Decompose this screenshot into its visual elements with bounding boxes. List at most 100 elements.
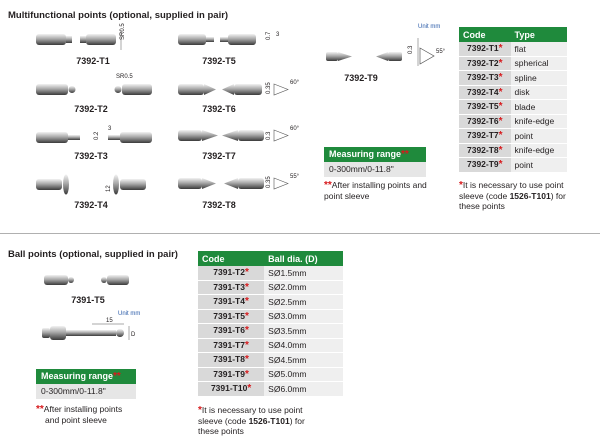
code-cell: 7392-T9* [459, 157, 511, 173]
table-row: 7391-T3*SØ2.0mm [198, 280, 343, 295]
table-row: 7391-T2*SØ1.5mm [198, 266, 343, 281]
note-ball: *It is necessary to use point sleeve (co… [198, 405, 305, 436]
dim-t7b: 60° [290, 126, 300, 132]
code-cell: 7391-T9* [198, 367, 265, 382]
code-cell: 7392-T1* [459, 42, 511, 57]
table-row: 7392-T7*point [459, 128, 567, 144]
dim-t2a: SR0.5 [116, 74, 133, 80]
dim-t8b: 55° [290, 174, 300, 180]
value-cell: spherical [510, 56, 567, 71]
point-illustration-t1: SR0.5 [36, 23, 126, 50]
value-cell: knife-edge [510, 143, 567, 158]
dim-t8a: 0.35 [266, 176, 272, 188]
table-row: 7392-T2*spherical [459, 56, 567, 71]
table-row: 7391-T6*SØ3.5mm [198, 323, 343, 339]
table-row: 7391-T9*SØ5.0mm [198, 367, 343, 382]
point-illustration-t7: 0.3 60° [178, 126, 300, 142]
dim-t3a: 0.2 [94, 131, 100, 140]
value-cell: SØ4.5mm [264, 352, 343, 368]
table-row: 7391-T5*SØ3.0mm [198, 309, 343, 324]
ball-point-illustration [44, 275, 129, 285]
point-illustration-t2: SR0.5 [36, 74, 152, 95]
table-row: 7392-T6*knife-edge [459, 114, 567, 129]
value-cell: flat [510, 42, 567, 57]
dim-t6b: 60° [290, 80, 300, 86]
dim-ball-length: 15 [106, 318, 113, 324]
code-cell: 7391-T4* [198, 294, 265, 310]
table-row: 7392-T9*point [459, 157, 567, 173]
ball-dimension-drawing: 15 D [42, 318, 136, 340]
footnote-multi: **After installing points and point slee… [324, 180, 427, 201]
dim-t9a: 0.3 [408, 45, 414, 54]
value-cell: SØ2.5mm [264, 294, 343, 310]
dim-t3b: 3 [108, 126, 112, 132]
part-label-t5: 7392-T5 [202, 56, 236, 66]
value-cell: SØ1.5mm [264, 266, 343, 281]
value-cell: spline [510, 70, 567, 86]
table-row: 7392-T4*disk [459, 85, 567, 100]
footnote-ball: **After installing points and point slee… [36, 404, 123, 425]
section-divider [0, 233, 600, 234]
dim-t4: 12 [106, 185, 112, 192]
unit-label-ball: Unit mm [118, 311, 141, 317]
code-cell: 7391-T5* [198, 309, 265, 324]
dim-ball-d: D [131, 332, 136, 338]
point-illustration-t6: 0.35 60° [178, 80, 300, 96]
dim-t1: SR0.5 [120, 23, 126, 40]
part-label-t3: 7392-T3 [74, 151, 108, 161]
point-illustration-t3: 0.2 3 [36, 126, 152, 143]
table-row: 7391-T4*SØ2.5mm [198, 294, 343, 310]
code-cell: 7391-T8* [198, 352, 265, 368]
part-label-t6: 7392-T6 [202, 104, 236, 114]
measuring-range-ball: Measuring range** 0-300mm/0-11.8" [36, 369, 136, 399]
code-cell: 7392-T6* [459, 114, 511, 129]
value-cell: SØ5.0mm [264, 367, 343, 382]
point-illustration-t9: 0.3 55° [326, 38, 446, 66]
code-cell: 7392-T5* [459, 99, 511, 115]
table-row: 7391-T7*SØ4.0mm [198, 338, 343, 353]
dim-t5a: 0.7 [266, 31, 272, 40]
part-label-t8: 7392-T8 [202, 200, 236, 210]
section-title-ball: Ball points (optional, supplied in pair) [8, 249, 178, 260]
part-label-ball: 7391-T5 [71, 295, 105, 305]
value-cell: point [510, 128, 567, 144]
code-cell: 7391-T10* [198, 381, 265, 397]
code-cell: 7392-T8* [459, 143, 511, 158]
table-header-code: Code [459, 27, 511, 42]
part-label-t2: 7392-T2 [74, 104, 108, 114]
value-cell: knife-edge [510, 114, 567, 129]
dim-t7a: 0.3 [266, 131, 272, 140]
value-cell: SØ3.5mm [264, 323, 343, 339]
table-header-ball-dia: Ball dia. (D) [264, 251, 343, 266]
measuring-range-multi: Measuring range** 0-300mm/0-11.8" [324, 147, 426, 177]
part-label-t4: 7392-T4 [74, 200, 108, 210]
value-cell: disk [510, 85, 567, 100]
point-illustration-t8: 0.35 55° [178, 174, 300, 190]
part-label-t9: 7392-T9 [344, 73, 378, 83]
table-header-code: Code [198, 251, 265, 266]
code-cell: 7391-T6* [198, 323, 265, 339]
measuring-range-value: 0-300mm/0-11.8" [324, 162, 426, 177]
value-cell: blade [510, 99, 567, 115]
value-cell: SØ3.0mm [264, 309, 343, 324]
part-label-t7: 7392-T7 [202, 151, 236, 161]
measuring-range-header: Measuring range** [324, 147, 426, 162]
dim-t6a: 0.35 [266, 82, 272, 94]
point-illustration-t5: 0.7 3 [178, 31, 280, 45]
code-cell: 7392-T3* [459, 70, 511, 86]
table-row: 7391-T8*SØ4.5mm [198, 352, 343, 368]
code-cell: 7391-T3* [198, 280, 265, 295]
measuring-range-header-ball: Measuring range** [36, 369, 136, 384]
note-multi: *It is necessary to use point sleeve (co… [459, 180, 566, 211]
part-label-t1: 7392-T1 [76, 56, 110, 66]
dim-t9b: 55° [436, 49, 446, 55]
dim-t5b: 3 [276, 32, 280, 38]
table-row: 7392-T3*spline [459, 70, 567, 86]
value-cell: SØ6.0mm [264, 381, 343, 397]
code-cell: 7392-T4* [459, 85, 511, 100]
measuring-range-value-ball: 0-300mm/0-11.8" [36, 384, 136, 399]
code-cell: 7392-T2* [459, 56, 511, 71]
table-header-type: Type [510, 27, 567, 42]
